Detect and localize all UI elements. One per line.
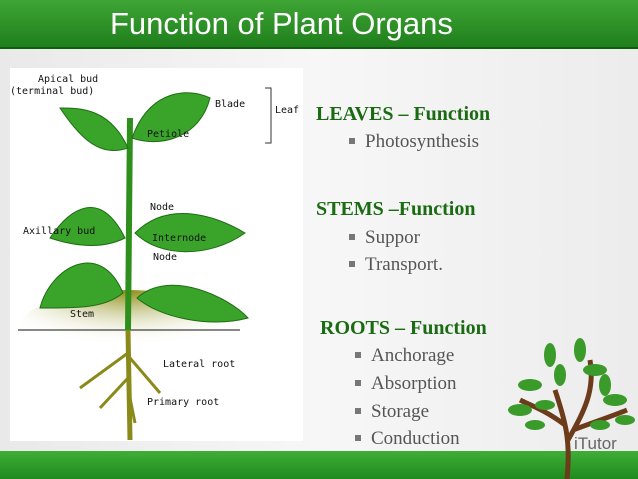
bullet-text: Storage: [371, 401, 430, 422]
plant-illustration: [18, 87, 272, 441]
label-blade: Blade: [215, 99, 246, 110]
bullet-icon: [355, 379, 361, 386]
tree-logo-icon: [508, 338, 635, 479]
label-apical-bud: Apical bud: [38, 74, 99, 85]
bullet-item: Conduction: [355, 428, 460, 450]
bullet-text: Conduction: [371, 428, 460, 449]
bullet-text: Photosynthesis: [365, 131, 480, 152]
footer-bar: [0, 451, 638, 479]
slide-title: Function of Plant Organs: [110, 6, 453, 41]
bullet-item: Photosynthesis: [349, 131, 479, 153]
label-petiole: Petiole: [147, 129, 190, 140]
bullet-item: Transport.: [349, 254, 443, 276]
bullet-icon: [349, 233, 355, 240]
roots-heading: ROOTS – Function: [320, 317, 487, 339]
label-internode: Internode: [152, 233, 207, 244]
label-axillary-bud: Axillary bud: [23, 226, 96, 237]
label-node: Node: [150, 202, 175, 213]
plant-diagram: Apical bud (terminal bud) Blade Leaf Pet…: [10, 68, 303, 441]
bullet-text: Suppor: [365, 227, 420, 248]
bullet-item: Storage: [355, 401, 429, 423]
bullet-icon: [355, 434, 361, 441]
bullet-item: Absorption: [355, 373, 457, 395]
leaves-heading: LEAVES – Function: [316, 103, 491, 125]
bullet-text: Absorption: [371, 373, 457, 394]
label-lateral-root: Lateral root: [163, 359, 236, 370]
bullet-text: Transport.: [365, 254, 443, 275]
bullet-icon: [355, 407, 361, 414]
stems-heading: STEMS –Function: [316, 198, 476, 220]
label-terminal-bud: (terminal bud): [10, 86, 95, 97]
label-primary-root: Primary root: [147, 397, 220, 408]
label-leaf: Leaf: [275, 105, 300, 116]
label-node-2: Node: [153, 252, 178, 263]
itutor-logo: iTutor: [574, 434, 617, 453]
bullet-item: Anchorage: [355, 345, 454, 367]
bullet-text: Anchorage: [371, 345, 455, 366]
bullet-icon: [349, 137, 355, 144]
bullet-item: Suppor: [349, 227, 420, 249]
bullet-icon: [355, 351, 361, 358]
bullet-icon: [349, 260, 355, 267]
title-bar: Function of Plant Organs: [0, 0, 638, 49]
label-stem: Stem: [70, 309, 95, 320]
